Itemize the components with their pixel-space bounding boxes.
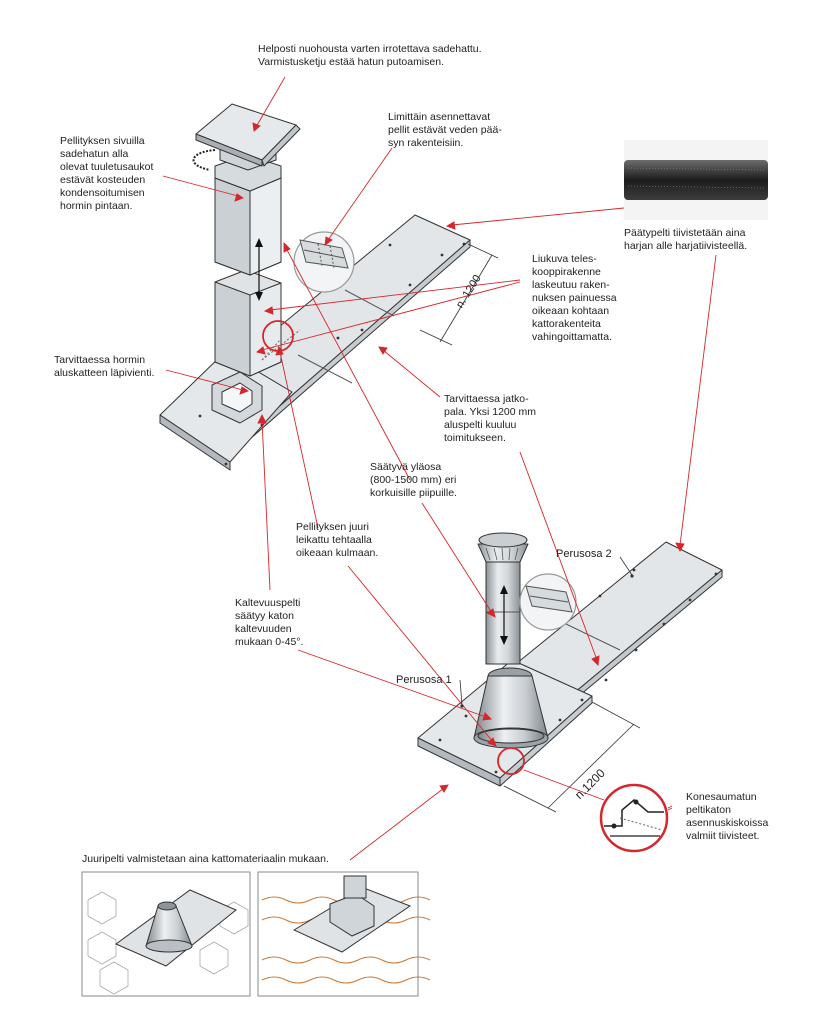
caption-ventilation: Pellityksen sivuilla sadehatun alla olev… xyxy=(60,135,154,212)
rain-cap xyxy=(195,103,297,161)
inset-root-plate-tile xyxy=(257,871,431,997)
caption-telescopic: Liukuva teles- kooppirakenne laskeutuu r… xyxy=(532,253,617,343)
caption-overlap: Limittäin asennettavat pellit estävät ve… xyxy=(388,111,502,149)
inset-root-plate-shingle xyxy=(81,871,251,997)
caption-slope-plate: Kaltevuuspelti säätyy katon kaltevuuden … xyxy=(235,597,304,648)
caption-root-cut: Pellityksen juuri leikattu tehtaalla oik… xyxy=(296,521,379,559)
caption-seam-roof: Konesaumatun peltikaton asennuskiskoissa… xyxy=(686,791,769,842)
caption-rain-cap: Helposti nuohousta varten irrotettava sa… xyxy=(258,43,482,68)
label-base-part-2: Perusosa 2 xyxy=(556,548,612,560)
overlap-detail-circle xyxy=(293,231,355,293)
dimension-lower xyxy=(503,701,641,813)
caption-extension: Tarvittaessa jatko- pala. Yksi 1200 mm a… xyxy=(444,393,537,444)
caption-underlay: Tarvittaessa hormin aluskatteen läpivien… xyxy=(54,354,155,379)
caption-end-seal: Päätypelti tiivistetään aina harjan alle… xyxy=(624,227,748,252)
label-base-part-1: Perusosa 1 xyxy=(396,674,452,686)
caption-adjustable-top: Säätyvä yläosa (800-1500 mm) eri korkuis… xyxy=(370,461,457,499)
leader-lines xyxy=(162,76,717,861)
dimension-upper xyxy=(419,243,499,346)
lower-detail-circle xyxy=(519,573,577,631)
foam-seal-photo xyxy=(624,140,768,220)
caption-root-plate: Juuripelti valmistetaan aina kattomateri… xyxy=(82,853,329,865)
lower-assembly xyxy=(417,532,723,787)
seam-roof-detail xyxy=(599,783,669,853)
